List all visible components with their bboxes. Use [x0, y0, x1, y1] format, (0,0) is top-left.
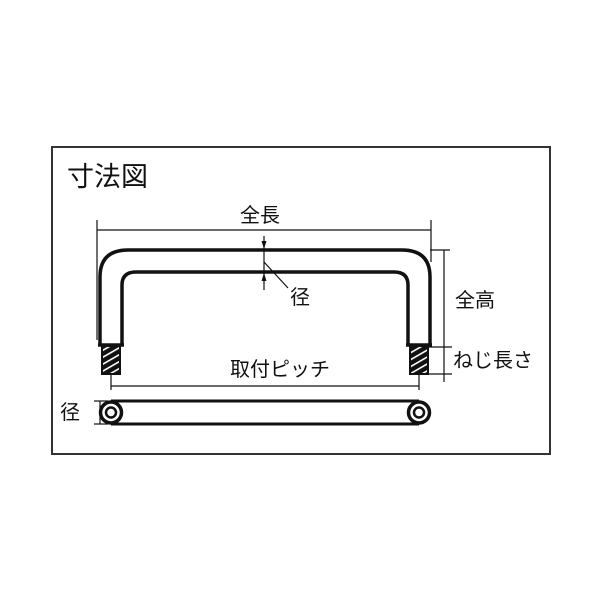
- thread-length-label: ねじ長さ: [453, 348, 533, 372]
- overall-length-label: 全長: [240, 203, 280, 227]
- mounting-pitch-label: 取付ピッチ: [230, 357, 330, 381]
- handle-top-view: [98, 399, 432, 426]
- diagram-title: 寸法図: [67, 162, 148, 193]
- handle-front-view: [98, 248, 432, 347]
- diagram-frame: [51, 146, 551, 455]
- overall-height-label: 全高: [455, 288, 495, 312]
- diameter-side-label: 径: [60, 400, 80, 424]
- diameter-top-label: 径: [290, 285, 310, 309]
